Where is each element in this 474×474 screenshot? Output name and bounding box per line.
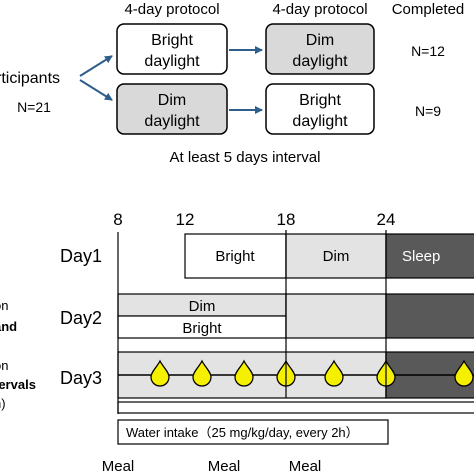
day2-dim-label: Dim (189, 298, 216, 315)
meal-label-2: Meal (208, 458, 241, 474)
day3-label: Day3 (60, 368, 102, 388)
top-box-bright (116, 23, 228, 75)
left-label-a2: and (0, 319, 17, 334)
col1-header: 4-day protocol (124, 1, 219, 18)
hour-label-24: 24 (377, 210, 396, 229)
sampling-drop-2 (192, 359, 212, 387)
top-box-bright-line1: Bright (151, 32, 193, 49)
day3-bottom-bar (117, 401, 474, 414)
interval-text: At least 5 days interval (170, 149, 321, 166)
day1-sleep-block (385, 233, 474, 279)
col2-header: 4-day protocol (272, 1, 367, 18)
hour-label-18: 18 (277, 210, 296, 229)
left-label-b3: h) (0, 396, 6, 411)
left-label-b1: on (0, 358, 8, 373)
meal-label-3: Meal (289, 458, 322, 474)
day1-label: Day1 (60, 246, 102, 266)
sampling-drop-3 (234, 359, 254, 387)
participants-label: rticipants (0, 70, 60, 87)
water-intake-label: Water intake（25 mg/kg/day, every 2h） (126, 425, 359, 440)
n-top: N=12 (411, 43, 445, 59)
day1-sleep-label: Sleep (402, 248, 440, 265)
bottom-box-bright (265, 83, 375, 135)
hour-label-8: 8 (113, 210, 122, 229)
arrow-to-top-box (79, 55, 113, 77)
day2-evening-dim-block (285, 293, 387, 339)
participants-n: N=21 (17, 99, 51, 115)
bottom-box-bright-line2: daylight (292, 113, 348, 130)
day2-bright-label: Bright (182, 320, 222, 337)
sampling-drop-1 (150, 359, 170, 387)
sampling-drop-7 (454, 359, 474, 387)
meal-label-1: Meal (102, 458, 135, 474)
arrow-to-bottom-box (79, 79, 113, 101)
hour-label-12: 12 (176, 210, 195, 229)
left-label-a1: on (0, 298, 8, 313)
sampling-drop-5 (324, 359, 344, 387)
top-box-dim-line2: daylight (292, 53, 348, 70)
top-box-dim (265, 23, 375, 75)
bottom-box-dim-line2: daylight (144, 113, 200, 130)
col3-header: Completed (392, 1, 465, 18)
day1-dim-label: Dim (323, 248, 350, 265)
left-label-b2: tervals (0, 377, 36, 392)
bottom-box-bright-line1: Bright (299, 92, 341, 109)
day1-bright-label: Bright (215, 248, 255, 265)
water-intake-box (117, 419, 389, 445)
bottom-box-dim-line1: Dim (158, 92, 186, 109)
bottom-box-dim (116, 83, 228, 135)
top-box-dim-line1: Dim (306, 32, 334, 49)
day2-label: Day2 (60, 308, 102, 328)
top-box-bright-line2: daylight (144, 53, 200, 70)
day2-sleep-block (385, 293, 474, 339)
n-bottom: N=9 (415, 103, 441, 119)
